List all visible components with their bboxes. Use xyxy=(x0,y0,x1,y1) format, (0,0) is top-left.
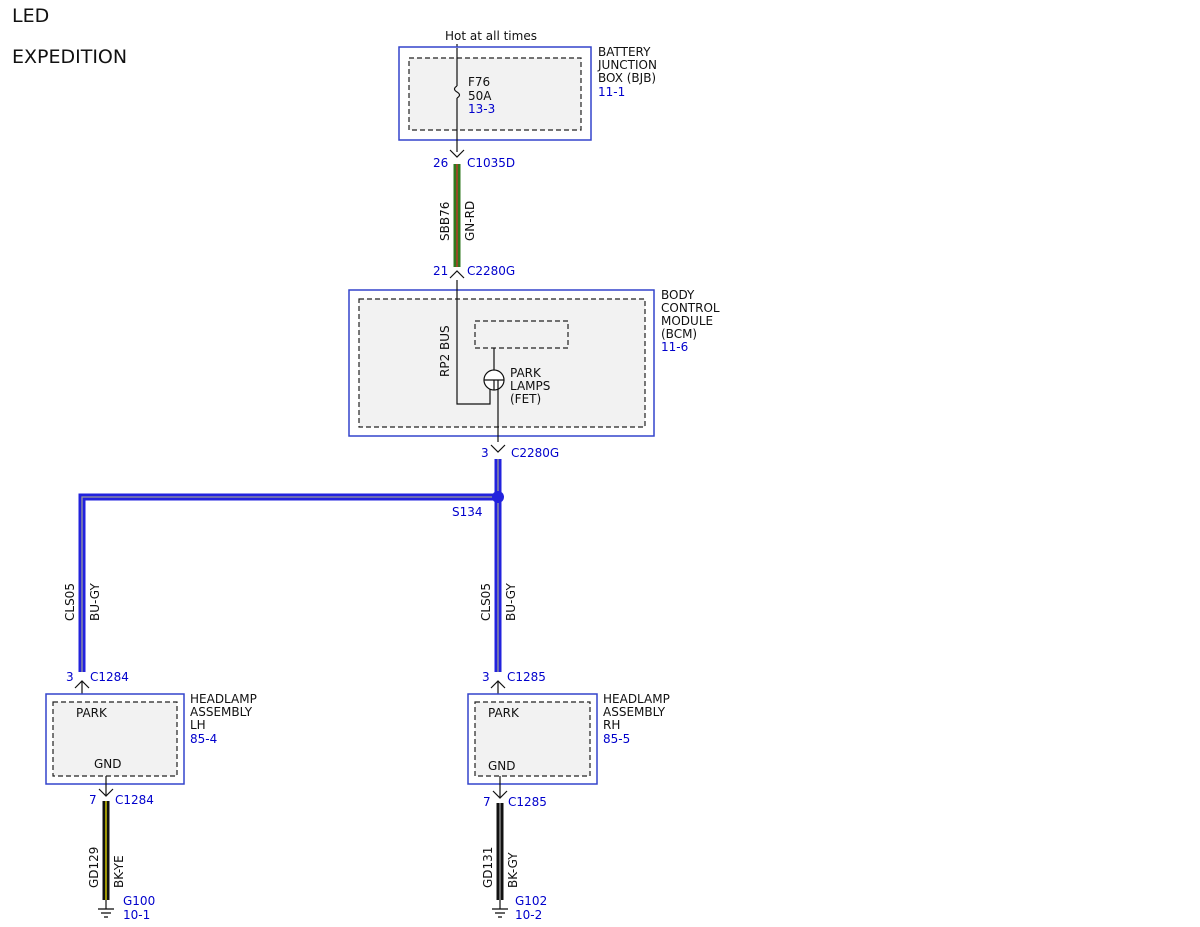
c1285-in-pin: 3 xyxy=(482,670,490,684)
connector-c1035d-icon xyxy=(449,149,465,158)
c1284-in-label: C1284 xyxy=(90,670,129,684)
fuse-icon xyxy=(453,85,461,99)
wire-cls05-rh-circuit: CLS05 xyxy=(479,583,493,621)
bjb-ref: 11-1 xyxy=(598,85,625,99)
ground-g102-ref: 10-2 xyxy=(515,908,542,922)
c1285-in-label: C1285 xyxy=(507,670,546,684)
wire-gd129-color: BK-YE xyxy=(112,855,126,888)
bcm-name-line-4: (BCM) xyxy=(661,327,697,341)
headlamp-rh-gnd-label: GND xyxy=(488,759,516,773)
c2280g-out-pin: 3 xyxy=(481,446,489,460)
headlamp-lh-name-2: ASSEMBLY xyxy=(190,705,253,719)
battery-junction-box[interactable] xyxy=(398,46,592,141)
bcm-bus-label: RP2 BUS xyxy=(438,325,452,377)
bcm-name-line-2: CONTROL xyxy=(661,301,720,315)
body-control-module[interactable] xyxy=(348,289,655,437)
wire-gd131-color: BK-GY xyxy=(506,852,520,888)
ground-g100-label: G100 xyxy=(123,894,155,908)
wire-cls05-branch-lh[interactable] xyxy=(78,493,498,672)
headlamp-rh-ref: 85-5 xyxy=(603,732,630,746)
connector-c1284-gnd-icon xyxy=(98,788,114,797)
c2280g-in-label: C2280G xyxy=(467,264,515,278)
wire-gd131-circuit: GD131 xyxy=(481,847,495,888)
bcm-rp2-bus-line xyxy=(456,280,491,405)
splice-s134-label: S134 xyxy=(452,505,483,519)
headlamp-lh-name-1: HEADLAMP xyxy=(190,692,257,706)
c1284-gnd-label: C1284 xyxy=(115,793,154,807)
headlamp-lh-name-3: LH xyxy=(190,718,206,732)
headlamp-assembly-rh[interactable] xyxy=(467,693,598,785)
connector-c2280g-out-icon xyxy=(490,444,506,453)
bjb-name-line-1: BATTERY xyxy=(598,45,651,59)
ground-g100-ref: 10-1 xyxy=(123,908,150,922)
c1284-in-pin: 3 xyxy=(66,670,74,684)
bcm-name-line-3: MODULE xyxy=(661,314,713,328)
c2280g-out-label: C2280G xyxy=(511,446,559,460)
ground-g102-icon xyxy=(492,900,508,918)
fet-label-line-2: LAMPS xyxy=(510,379,550,393)
wire-sbb76-circuit: SBB76 xyxy=(438,202,452,241)
c1285-gnd-label: C1285 xyxy=(508,795,547,809)
headlamp-rh-name-3: RH xyxy=(603,718,620,732)
wire-cls05-lh-circuit: CLS05 xyxy=(63,583,77,621)
headlamp-lh-ref: 85-4 xyxy=(190,732,217,746)
wire-sbb76-color: GN-RD xyxy=(463,201,477,241)
bjb-name-line-3: BOX (BJB) xyxy=(598,71,656,85)
headlamp-rh-name-1: HEADLAMP xyxy=(603,692,670,706)
fuse-ref: 13-3 xyxy=(468,102,495,116)
headlamp-rh-park-label: PARK xyxy=(488,706,520,720)
wire-cls05-lh-color: BU-GY xyxy=(88,583,102,621)
fuse-id: F76 xyxy=(468,75,490,89)
park-lamps-fet-icon xyxy=(483,369,505,391)
fet-label-line-3: (FET) xyxy=(510,392,541,406)
bjb-name-line-2: JUNCTION xyxy=(597,58,657,72)
c1035d-label: C1035D xyxy=(467,156,515,170)
c1285-gnd-pin: 7 xyxy=(483,795,491,809)
c1284-gnd-pin: 7 xyxy=(89,793,97,807)
headlamp-rh-name-2: ASSEMBLY xyxy=(603,705,666,719)
fuse-rating: 50A xyxy=(468,89,492,103)
headlamp-assembly-lh[interactable] xyxy=(45,693,185,785)
splice-s134-dot[interactable] xyxy=(492,491,504,503)
ground-g102-label: G102 xyxy=(515,894,547,908)
wire-gd129-circuit: GD129 xyxy=(87,847,101,888)
fet-label-line-1: PARK xyxy=(510,366,542,380)
connector-c2280g-in-icon xyxy=(449,270,465,279)
diagram-title-vehicle: EXPEDITION xyxy=(12,46,127,68)
bcm-ref: 11-6 xyxy=(661,340,688,354)
c1035d-pin: 26 xyxy=(433,156,448,170)
bcm-name-line-1: BODY xyxy=(661,288,695,302)
power-source-label: Hot at all times xyxy=(445,29,537,43)
c2280g-in-pin: 21 xyxy=(433,264,448,278)
diagram-title-led: LED xyxy=(12,5,49,27)
wire-cls05-rh-color: BU-GY xyxy=(504,583,518,621)
ground-g100-icon xyxy=(98,900,114,918)
connector-c1285-gnd-icon xyxy=(492,790,508,799)
headlamp-lh-gnd-label: GND xyxy=(94,757,122,771)
headlamp-lh-park-label: PARK xyxy=(76,706,108,720)
